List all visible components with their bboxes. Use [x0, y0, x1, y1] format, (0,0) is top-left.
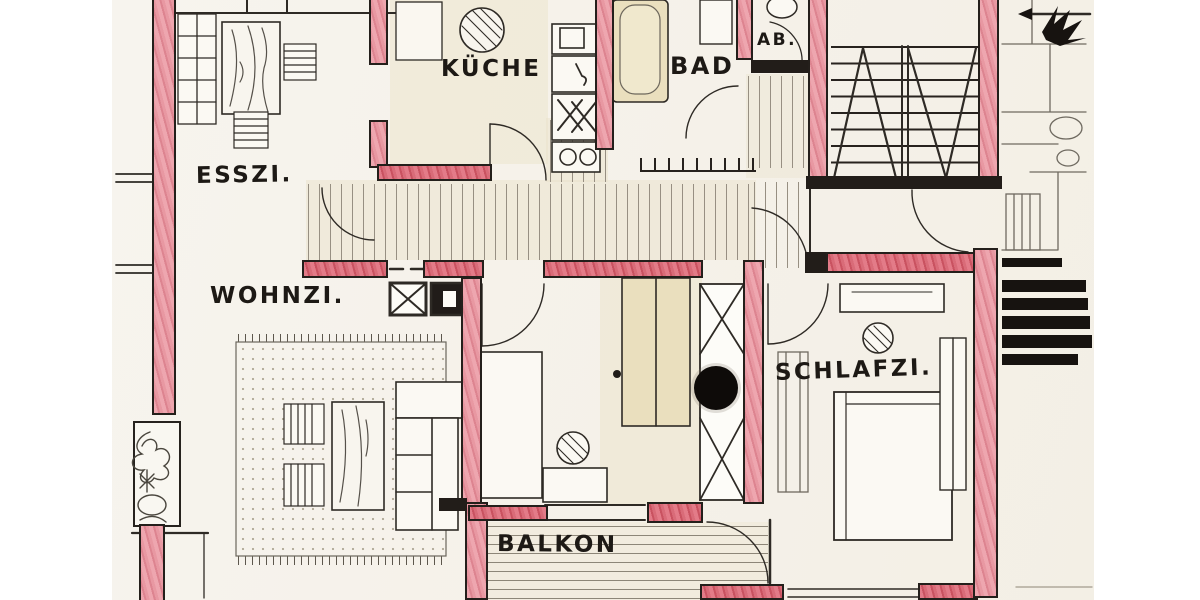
entry-hatch [754, 182, 810, 268]
room-label-bath: BAD [670, 52, 735, 80]
bedroom-wardrobe [939, 337, 967, 491]
wall-middle-bedroom [743, 260, 764, 504]
middle-stool [556, 431, 590, 465]
wall-balcony-stub [468, 505, 548, 521]
bed [833, 391, 953, 541]
photo-margin-right [1094, 0, 1200, 600]
stair-direction-lines [832, 46, 978, 183]
living-stool [283, 403, 325, 445]
wall-stair-left [808, 0, 828, 186]
wall-balcony-stub-cap [439, 498, 467, 511]
flue-hatch-box [388, 281, 428, 317]
wall-corridor-south-a [302, 260, 388, 278]
wall-bedroom-top [826, 252, 979, 273]
dining-chair [283, 43, 317, 81]
wall-kitchen-bath [595, 0, 614, 150]
wall-bath-wc [736, 0, 753, 60]
living-stool [283, 463, 325, 507]
corridor-hatch [308, 184, 754, 260]
wall-corridor-south-c [543, 260, 703, 278]
living-table [331, 401, 385, 511]
desk [473, 351, 543, 499]
kitchen-round-table [459, 7, 505, 53]
room-label-dining: ESSZI. [195, 161, 293, 189]
plant-scribble [131, 421, 181, 527]
room-label-wc: AB. [757, 30, 798, 50]
wall-balcony-mid [647, 502, 703, 523]
living-sofa [395, 381, 473, 531]
middle-door-arc [481, 283, 545, 347]
wall-balcony-south-left [700, 584, 784, 600]
stair-treads [831, 46, 979, 180]
dining-door-arc [321, 187, 375, 241]
washbasin [699, 0, 733, 45]
wall-left-lower [139, 524, 165, 600]
wall-stair-right [978, 0, 999, 186]
bath-door-arc [685, 85, 739, 139]
wall-bedroom-top-cap [805, 252, 828, 273]
wall-dining-kitchen-b [369, 120, 388, 168]
bedroom-door-arc [767, 283, 829, 345]
stair-divider [901, 45, 909, 179]
bedroom-shelf [777, 351, 809, 493]
window-marks [115, 173, 154, 274]
kitchen-door-arc [489, 123, 547, 181]
room-label-bedroom: SCHLAFZI. [774, 354, 933, 386]
sideboard [177, 13, 217, 125]
rug-fringe-top [238, 334, 444, 342]
photo-margin-left [0, 0, 112, 600]
wall-balcony-left [465, 502, 488, 600]
middle-table [542, 467, 608, 503]
balcony-door-arc [706, 518, 772, 585]
section-stripes [1002, 258, 1092, 365]
toilet-bowl [766, 0, 798, 19]
room-label-kitchen: KÜCHE [441, 56, 542, 82]
dining-table [221, 21, 281, 115]
wall-corridor-south-b [423, 260, 484, 278]
bedroom-stool [862, 322, 894, 354]
wall-left-upper [152, 0, 176, 415]
hole-punch [694, 366, 738, 410]
landing-hatch [748, 76, 806, 168]
kitchen-cabinet [395, 1, 443, 61]
wc-door-arc [769, 21, 803, 65]
room-label-living: WOHNZI. [210, 283, 345, 309]
bedroom-window-lines [787, 588, 919, 598]
room-label-balcony: BALKON [496, 531, 618, 559]
wall-middle-left [461, 277, 482, 504]
wall-stair-bottom [806, 176, 1002, 189]
tap-icon [575, 63, 587, 86]
wall-kitchen-south [377, 164, 492, 181]
stove-burners-icon [557, 99, 597, 133]
neighbour-unit-sketch [1001, 0, 1093, 588]
wall-dining-kitchen-a [369, 0, 388, 65]
wall-right-exterior [973, 248, 998, 598]
kitchen-counter [551, 23, 601, 173]
bathtub [611, 0, 669, 103]
top-wall-line [156, 0, 441, 14]
landing-railing [640, 158, 756, 172]
scribble-marker [1018, 6, 1092, 46]
middle-wardrobe [621, 277, 691, 427]
dining-chair [233, 111, 269, 149]
wall-bedroom-south-right [918, 583, 978, 600]
rug-fringe-bottom [238, 556, 444, 565]
wall-wc-south [751, 60, 811, 73]
bedroom-dresser [839, 283, 945, 313]
ink-blot [613, 370, 621, 378]
threshold-lines [544, 504, 646, 521]
